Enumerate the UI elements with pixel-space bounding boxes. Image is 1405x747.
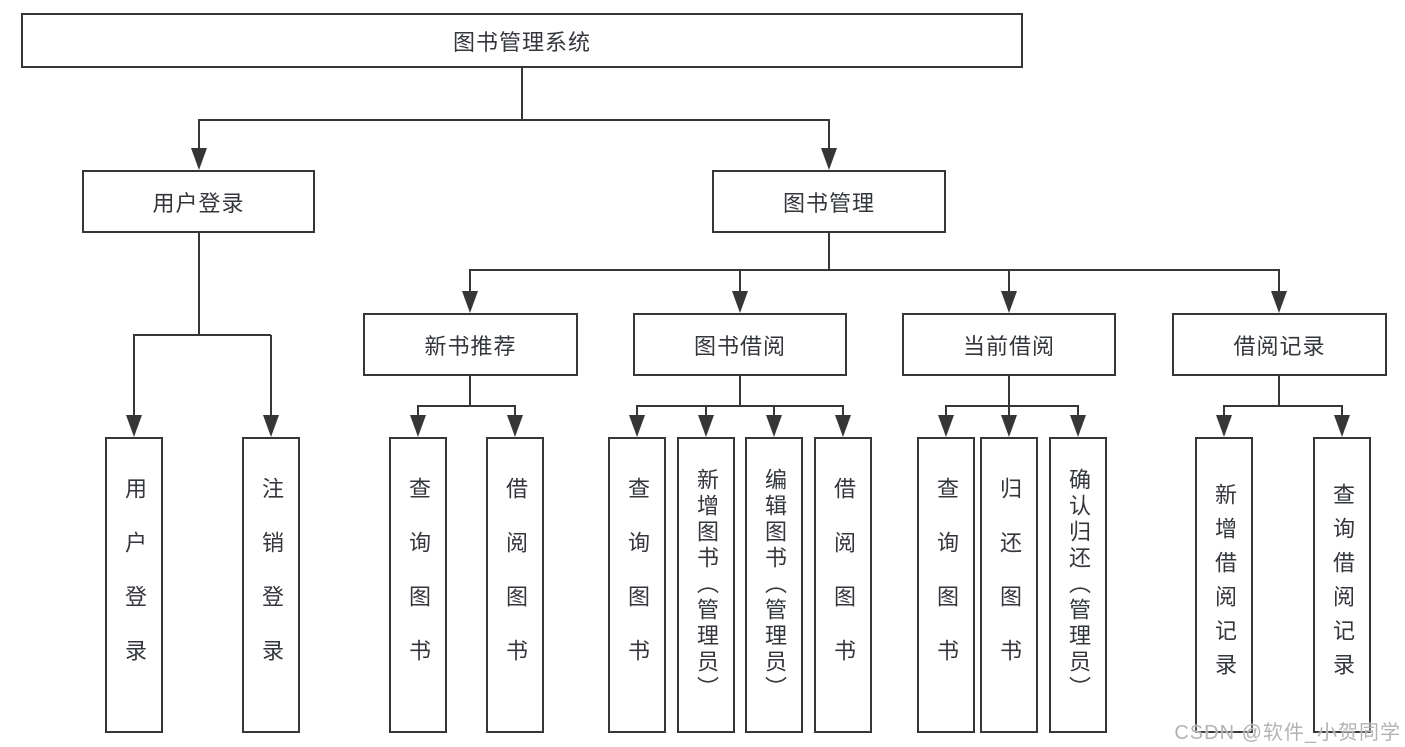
node-label: 借阅图书 [503,477,528,693]
node-book-management: 图书管理 [712,170,946,233]
node-label: 注销登录 [259,477,284,693]
node-label: 借阅记录 [1233,333,1326,359]
connector-stem-leaf [1007,406,1011,416]
node-label: 图书管理 [782,190,875,216]
arrowhead-leaf [1334,415,1350,437]
arrowhead-login-leaf [126,415,142,437]
arrowhead-leaf [507,415,523,437]
node-leaf-edit-books-admin: 编辑图书（管理员） [745,437,803,733]
node-label: 用户登录 [122,477,147,693]
node-leaf-user-login: 用户登录 [105,437,163,733]
arrowhead-current-borrowing [1001,291,1017,313]
arrowhead-leaf [1070,415,1086,437]
connector-borrowing-records-branch [1222,404,1344,408]
connector-book-borrowing-stem [738,376,742,406]
node-label: 归还图书 [997,477,1022,693]
connector-stem-login-leaf [132,335,136,417]
connector-root-stem [520,68,524,120]
connector-stem-new-book [468,270,472,293]
node-book-borrowing: 图书借阅 [633,313,847,376]
connector-user-login-stem [197,233,201,335]
node-label: 新书推荐 [424,333,517,359]
arrowhead-borrowing-records [1271,291,1287,313]
arrowhead-book-management [821,148,837,170]
connector-stem-book-management [827,120,831,150]
arrowhead-leaf [835,415,851,437]
node-leaf-add-books-admin: 新增图书（管理员） [677,437,735,733]
connector-stem-leaf [841,406,845,416]
node-label: 图书管理系统 [452,29,591,55]
connector-stem-leaf [1076,406,1080,416]
node-leaf-return-books: 归还图书 [980,437,1038,733]
node-leaf-add-borrow-record: 新增借阅记录 [1195,437,1253,733]
node-leaf-recommend-query-books: 查询图书 [389,437,447,733]
arrowhead-leaf [1001,415,1017,437]
arrowhead-leaf [698,415,714,437]
connector-stem-user-login [197,120,201,150]
connector-current-borrowing-branch [944,404,1080,408]
connector-stem-leaf [1222,406,1226,416]
connector-stem-leaf [944,406,948,416]
arrowhead-book-borrowing [732,291,748,313]
connector-stem-borrowing-records [1277,270,1281,293]
arrowhead-user-login [191,148,207,170]
node-current-borrowing: 当前借阅 [902,313,1116,376]
node-leaf-borrowing-query-books: 查询图书 [608,437,666,733]
node-borrowing-records: 借阅记录 [1172,313,1387,376]
node-label: 新增图书（管理员） [694,468,719,702]
node-label: 借阅图书 [831,477,856,693]
node-label: 查询图书 [934,477,959,693]
arrowhead-leaf [766,415,782,437]
node-label: 确认归还（管理员） [1066,468,1091,702]
node-label: 当前借阅 [962,333,1055,359]
connector-stem-book-borrowing [738,270,742,293]
node-new-book-recommendation: 新书推荐 [363,313,578,376]
connector-stem-leaf [513,406,517,416]
node-label: 编辑图书（管理员） [762,468,787,702]
connector-stem-leaf [416,406,420,416]
connector-root-branch [197,118,831,122]
arrowhead-logout-leaf [263,415,279,437]
node-leaf-borrowing-borrow-books: 借阅图书 [814,437,872,733]
arrowhead-new-book [462,291,478,313]
node-label: 新增借阅记录 [1212,483,1237,687]
connector-new-book-stem [468,376,472,406]
arrowhead-leaf [1216,415,1232,437]
node-label: 查询图书 [625,477,650,693]
node-leaf-logout: 注销登录 [242,437,300,733]
csdn-watermark: CSDN @软件_小贺同学 [1174,722,1401,744]
node-label: 图书借阅 [693,333,786,359]
connector-stem-current-borrowing [1007,270,1011,293]
connector-new-book-branch [416,404,517,408]
connector-stem-leaf [772,406,776,416]
connector-book-borrowing-branch [635,404,845,408]
node-label: 查询图书 [406,477,431,693]
node-leaf-recommend-borrow-books: 借阅图书 [486,437,544,733]
connector-book-management-branch [468,268,1281,272]
connector-stem-leaf [1340,406,1344,416]
node-leaf-current-query-books: 查询图书 [917,437,975,733]
connector-stem-logout-leaf [269,335,273,417]
connector-book-management-stem [827,233,831,270]
connector-stem-leaf [635,406,639,416]
arrowhead-leaf [410,415,426,437]
connector-current-borrowing-stem [1007,376,1011,406]
node-user-login: 用户登录 [82,170,315,233]
node-library-management-system: 图书管理系统 [21,13,1023,68]
arrowhead-leaf [629,415,645,437]
connector-stem-leaf [704,406,708,416]
arrowhead-leaf [938,415,954,437]
node-label: 查询借阅记录 [1330,483,1355,687]
connector-user-login-branch [132,333,272,337]
node-label: 用户登录 [152,190,245,216]
node-leaf-query-borrow-record: 查询借阅记录 [1313,437,1371,733]
connector-borrowing-records-stem [1277,376,1281,406]
node-leaf-confirm-return-admin: 确认归还（管理员） [1049,437,1107,733]
